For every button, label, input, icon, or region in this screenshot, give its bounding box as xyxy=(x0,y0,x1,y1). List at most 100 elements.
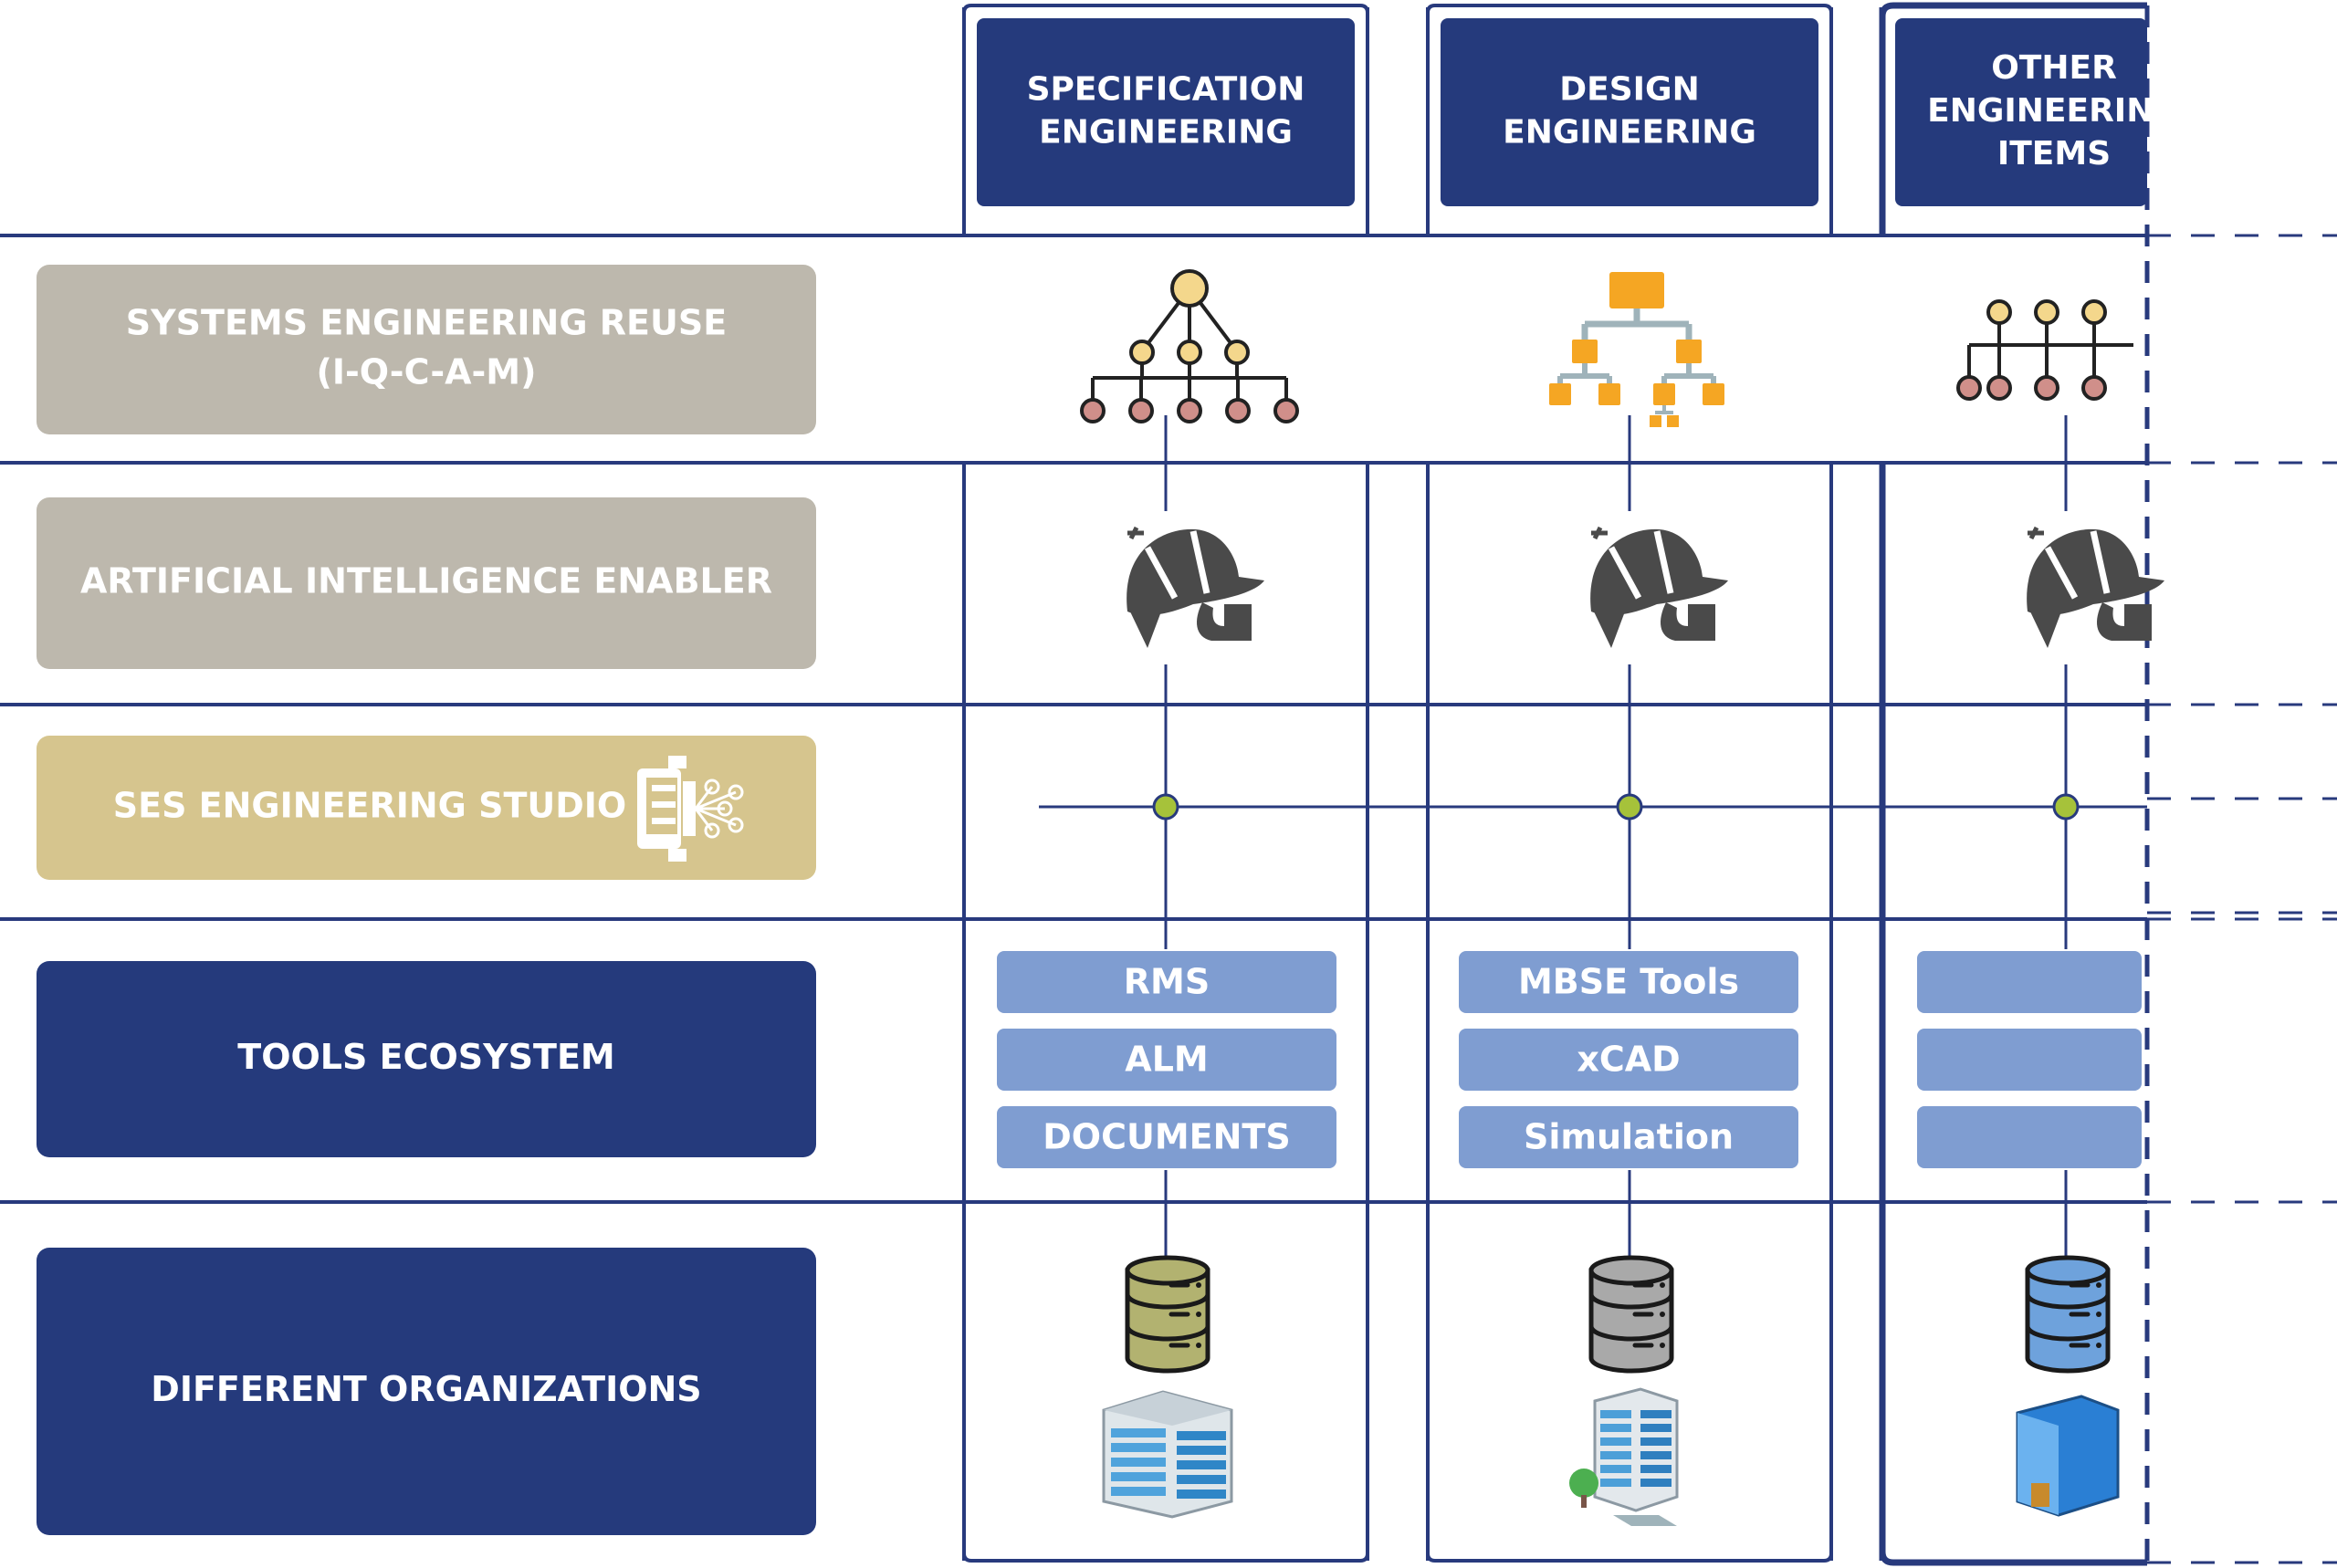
hat-seam xyxy=(1653,530,1674,594)
row-organizations-box: DIFFERENT ORGANIZATIONS xyxy=(37,1248,816,1535)
row-ai-label: ARTIFICIAL INTELLIGENCE ENABLER xyxy=(80,561,772,601)
tree-mid-node xyxy=(1129,340,1155,365)
pipe xyxy=(2097,602,2152,641)
columns: SPECIFICATION ENGINEERING RMS ALM DOCUMENTS D… xyxy=(962,2,2337,1566)
row-ai-background xyxy=(37,497,816,669)
building-window-row xyxy=(1640,1410,1672,1418)
org-leaf-box xyxy=(1598,383,1620,405)
tool-box-label: Simulation xyxy=(1524,1117,1734,1157)
studio-gear-tooth xyxy=(668,849,686,862)
hat-crown xyxy=(1127,528,1264,616)
building-window-row xyxy=(1600,1437,1631,1446)
column-bottom-edge xyxy=(1879,1551,2147,1566)
building-tree-trunk xyxy=(1581,1495,1587,1508)
tree-hierarchy-icon-col0 xyxy=(1080,269,1299,423)
studio-junction-dot xyxy=(1616,793,1643,821)
tool-box-1-2: Simulation xyxy=(1459,1106,1798,1168)
studio-doc-line xyxy=(652,785,676,791)
office-building-icon xyxy=(2016,1395,2120,1517)
column-header-label: SPECIFICATION xyxy=(1027,71,1305,109)
tool-box-label: MBSE Tools xyxy=(1518,962,1739,1002)
column-top-edge xyxy=(1879,2,2147,17)
column-top-edge xyxy=(1426,4,1833,14)
org-tiny-box xyxy=(1650,415,1661,427)
tree-leaf-node xyxy=(1986,375,2012,401)
tree-mid-node xyxy=(2034,299,2059,325)
tool-box-background xyxy=(997,1029,1336,1091)
office-building-icon xyxy=(1569,1387,1679,1526)
tree-leaf-node xyxy=(1080,398,1106,423)
org-leaf-box xyxy=(1653,383,1675,405)
database-icon xyxy=(1125,1255,1210,1374)
building-window-row xyxy=(1640,1451,1672,1459)
hat-seam xyxy=(1144,546,1179,600)
building-window-row xyxy=(1600,1410,1631,1418)
org-mid-box xyxy=(1572,340,1598,363)
tool-box-2-2 xyxy=(1917,1106,2142,1168)
orange-org-chart-icon xyxy=(1549,272,1724,427)
engineering-studio-icon xyxy=(637,756,744,862)
hat-button xyxy=(1127,526,1144,540)
building-window-row xyxy=(1600,1424,1631,1432)
column-header-background xyxy=(1895,18,2147,206)
studio-junction-dot xyxy=(1152,793,1179,821)
row-studio-background xyxy=(37,736,816,880)
tool-box-1-1: xCAD xyxy=(1459,1029,1798,1091)
tree-mid-node xyxy=(1177,340,1202,365)
db-led xyxy=(1196,1343,1201,1348)
hat-flap xyxy=(1129,610,1161,648)
column-header-label: DESIGN xyxy=(1559,71,1699,109)
grid-lines xyxy=(0,234,2337,1204)
building-window-row xyxy=(1640,1479,1672,1487)
hat-crown xyxy=(2027,528,2164,616)
pipe xyxy=(1197,602,1252,641)
column-frame-0 xyxy=(962,4,1369,1563)
tool-box-0-2: DOCUMENTS xyxy=(997,1106,1336,1168)
detective-hat-pipe-icon xyxy=(2027,526,2164,648)
building-window-row xyxy=(1177,1446,1226,1455)
studio-circuit-node xyxy=(704,822,720,839)
tool-box-label: ALM xyxy=(1125,1040,1208,1080)
row-organizations-label: DIFFERENT ORGANIZATIONS xyxy=(151,1369,701,1409)
tool-box-background xyxy=(1459,951,1798,1013)
column-bottom-edge xyxy=(1426,1552,1833,1563)
db-band xyxy=(1588,1293,1674,1310)
building-window-row xyxy=(1600,1465,1631,1473)
row-ai-box: ARTIFICIAL INTELLIGENCE ENABLER xyxy=(37,497,816,669)
db-led xyxy=(1660,1343,1665,1348)
pipe xyxy=(1661,602,1715,641)
row-reuse-box: SYSTEMS ENGINEERING REUSE(I-Q-C-A-M) xyxy=(37,265,816,434)
hat-seam xyxy=(1608,546,1642,600)
column-bottom-edge xyxy=(962,1552,1369,1563)
hat-button xyxy=(2028,526,2044,540)
db-band xyxy=(1125,1293,1210,1310)
db-band xyxy=(1125,1325,1210,1342)
building-window-row xyxy=(1111,1472,1166,1481)
studio-doc-line xyxy=(652,801,676,808)
studio-doc-line xyxy=(652,818,676,824)
tree-root-node xyxy=(1170,269,1209,308)
row-studio-label: SES ENGINEERING STUDIO xyxy=(113,786,627,826)
hat-seam xyxy=(2090,530,2111,594)
studio-junction-dot xyxy=(2052,793,2080,821)
row-organizations-background xyxy=(37,1248,816,1535)
db-led xyxy=(1660,1312,1665,1317)
db-band xyxy=(2025,1325,2111,1342)
studio-circuit-line xyxy=(694,786,714,810)
db-led xyxy=(1196,1282,1201,1288)
column-header-label: ENGINEERING xyxy=(1503,114,1756,152)
building-window-row xyxy=(1177,1490,1226,1499)
db-led xyxy=(1660,1282,1665,1288)
row-reuse-background xyxy=(37,265,816,434)
db-led xyxy=(2096,1343,2101,1348)
hat-seam xyxy=(2044,546,2079,600)
studio-gear-tooth xyxy=(668,756,686,768)
tool-box-1-0: MBSE Tools xyxy=(1459,951,1798,1013)
tool-box-background xyxy=(1459,1106,1798,1168)
tree-leaf-node xyxy=(1177,398,1202,423)
db-led xyxy=(2096,1282,2101,1288)
tool-box-0-0: RMS xyxy=(997,951,1336,1013)
